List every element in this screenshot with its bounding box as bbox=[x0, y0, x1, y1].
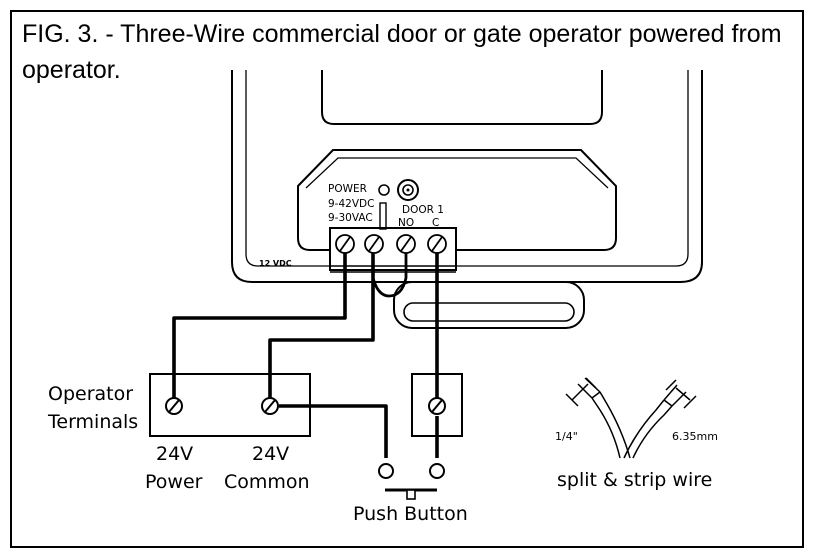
wire-jumper bbox=[371, 253, 408, 298]
power-label: POWER bbox=[328, 183, 367, 195]
wires bbox=[172, 253, 439, 458]
no-terminal-label: NO bbox=[398, 217, 414, 229]
strip-length-inch: 1/4" bbox=[555, 430, 578, 443]
wire-common bbox=[268, 253, 375, 398]
operator-title-line2: Terminals bbox=[47, 411, 138, 433]
door-label: DOOR 1 bbox=[402, 204, 444, 216]
c-terminal-label: C bbox=[432, 217, 439, 229]
receiver-device bbox=[231, 70, 703, 329]
operator-power-voltage: 24V bbox=[156, 443, 193, 465]
wire-common-to-button bbox=[279, 404, 388, 458]
wire-power bbox=[172, 253, 347, 398]
device-window bbox=[321, 70, 603, 125]
led-pipe bbox=[379, 202, 387, 230]
strip-length-mm: 6.35mm bbox=[672, 430, 718, 443]
operator-power-name: Power bbox=[145, 471, 203, 493]
power-led-icon bbox=[378, 184, 390, 196]
stripped-wire-icon bbox=[565, 377, 697, 459]
operator-title-line1: Operator bbox=[48, 383, 133, 405]
dc-range-label: 9-42VDC bbox=[328, 198, 374, 210]
operator-common-voltage: 24V bbox=[252, 443, 289, 465]
caption-line-1: FIG. 3. - Three-Wire commercial door or … bbox=[22, 20, 782, 48]
switch-screw-icon bbox=[428, 397, 446, 415]
push-button-icon[interactable] bbox=[378, 463, 445, 500]
operator-terminals-box bbox=[149, 373, 311, 437]
operator-common-name: Common bbox=[224, 471, 310, 493]
caption-line-2: operator. bbox=[22, 56, 121, 84]
learn-button-icon[interactable] bbox=[397, 179, 419, 201]
side-voltage-label: 12 VDC bbox=[259, 259, 292, 268]
figure-frame bbox=[10, 10, 804, 548]
operator-screws bbox=[165, 397, 279, 415]
push-button-label: Push Button bbox=[353, 503, 468, 525]
ac-range-label: 9-30VAC bbox=[328, 212, 373, 224]
switch-box bbox=[411, 373, 463, 437]
operator-common-screw-icon bbox=[261, 397, 279, 415]
mounting-bracket bbox=[393, 281, 585, 329]
split-strip-label: split & strip wire bbox=[557, 469, 712, 491]
operator-power-screw-icon bbox=[165, 397, 183, 415]
